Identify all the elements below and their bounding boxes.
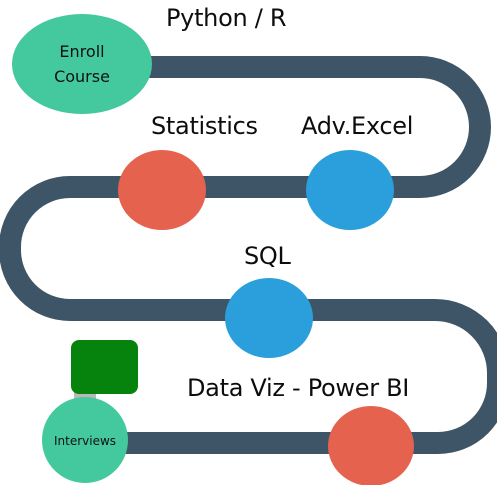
milestone-label-sql: SQL (244, 242, 291, 270)
power-bi-node (328, 406, 414, 485)
start-node-label: Enroll Course (54, 42, 110, 86)
statistics-node (118, 150, 206, 230)
milestone-label-adv-excel: Adv.Excel (301, 112, 414, 140)
milestone-label-statistics: Statistics (151, 112, 258, 140)
milestone-label-data-viz-power-bi: Data Viz - Power BI (187, 374, 410, 402)
road-path (0, 56, 497, 454)
end-node-label: Interviews (53, 434, 117, 448)
start-node (12, 14, 152, 114)
end-node (42, 397, 128, 483)
sql-node (225, 278, 313, 358)
adv-excel-node (306, 150, 394, 230)
flag-icon (71, 340, 138, 394)
milestone-label-python-r: Python / R (166, 4, 287, 32)
